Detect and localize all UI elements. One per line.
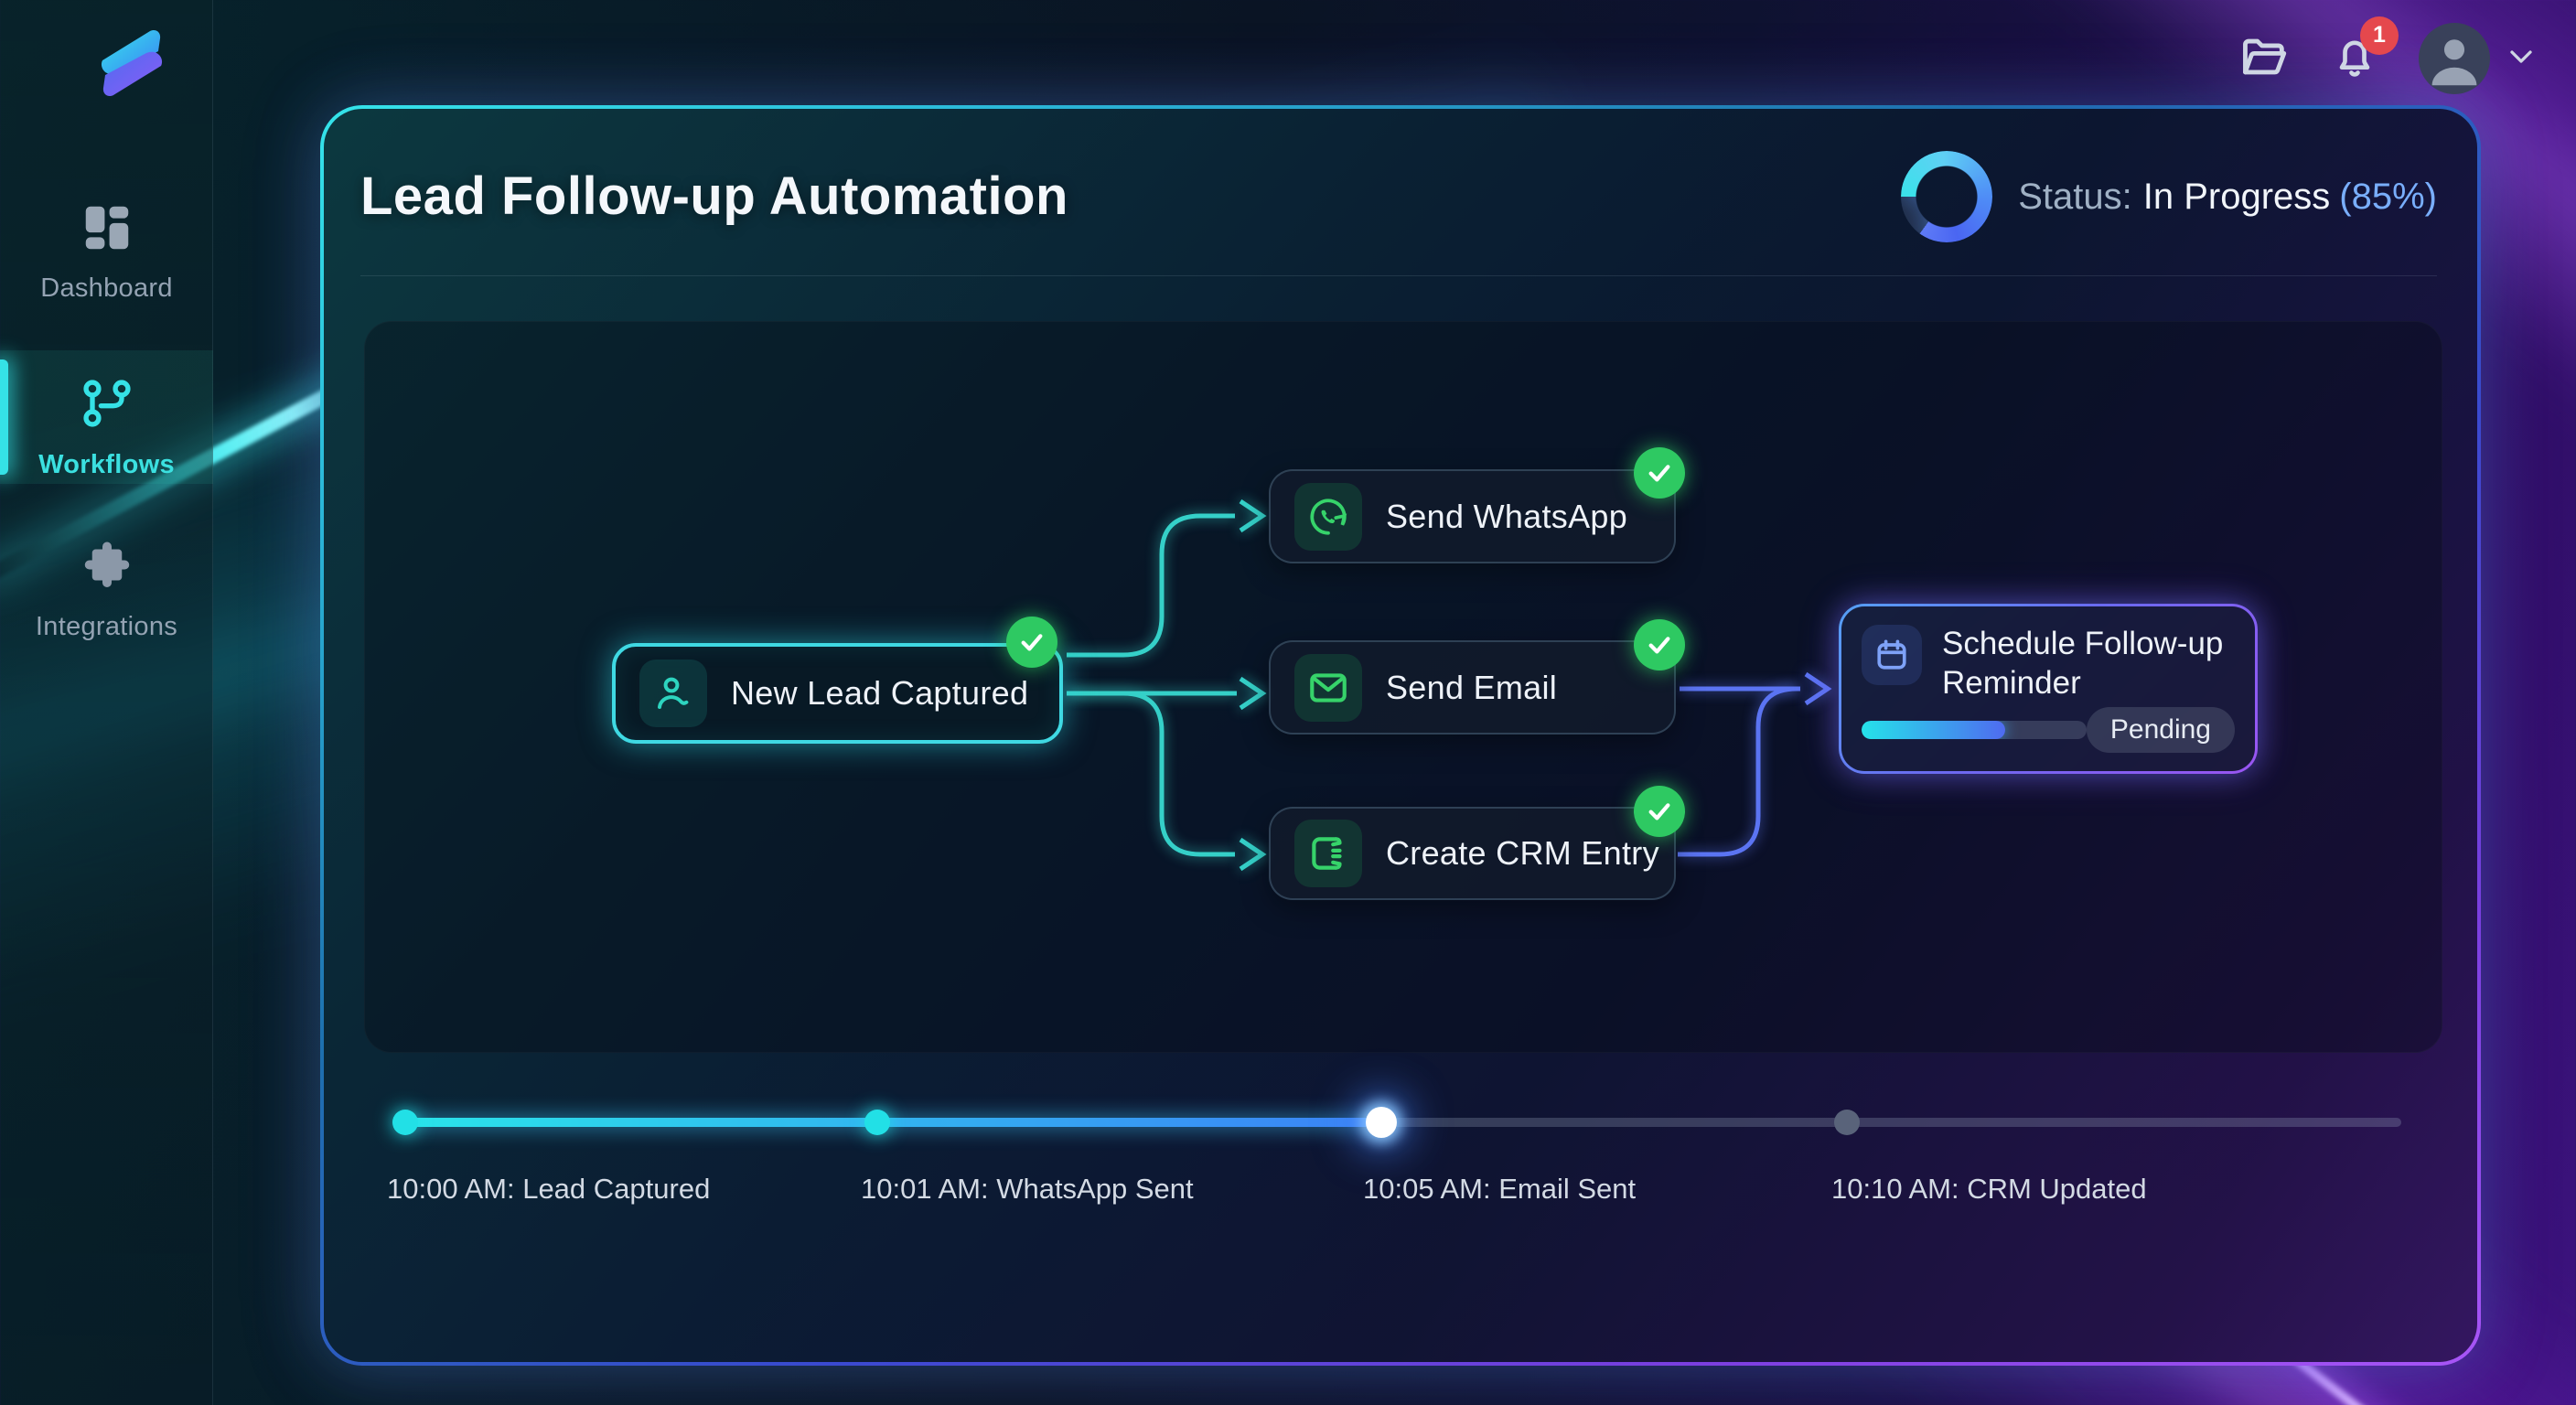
node-label: Send WhatsApp (1386, 497, 1628, 535)
whatsapp-icon (1294, 482, 1362, 551)
timeline-dot-email-sent[interactable] (1366, 1107, 1397, 1138)
timeline-label: 10:10 AM: CRM Updated (1831, 1173, 2147, 1205)
timeline-dot-crm-updated[interactable] (1834, 1110, 1860, 1135)
sidebar-item-label: Dashboard (40, 273, 173, 303)
node-new-lead-captured[interactable]: New Lead Captured (612, 643, 1063, 744)
status-percent: (85%) (2339, 176, 2437, 217)
sidebar-item-label: Integrations (35, 612, 178, 641)
node-send-whatsapp[interactable]: Send WhatsApp (1269, 469, 1676, 563)
chevron-down-icon[interactable] (2503, 38, 2539, 80)
progress-ring (1901, 151, 1993, 242)
sidebar-item-integrations[interactable]: Integrations (0, 540, 213, 642)
timeline-progress-fill (405, 1118, 1381, 1127)
node-label: Create CRM Entry (1386, 834, 1659, 872)
avatar[interactable] (2419, 23, 2490, 94)
node-create-crm-entry[interactable]: Create CRM Entry (1269, 807, 1676, 900)
notifications-button[interactable]: 1 (2329, 16, 2399, 87)
schedule-progress-track (1862, 721, 2087, 739)
sidebar: Dashboard Workflows Integrations (0, 0, 213, 1405)
puzzle-icon (0, 540, 213, 599)
sidebar-item-dashboard[interactable]: Dashboard (0, 199, 213, 304)
node-label: Schedule Follow-up Reminder (1942, 626, 2224, 701)
status-value: In Progress (2142, 176, 2331, 217)
node-label: Send Email (1386, 668, 1558, 706)
node-send-email[interactable]: Send Email (1269, 640, 1676, 735)
timeline-track (405, 1118, 2401, 1127)
header-divider (360, 275, 2437, 276)
check-badge (1006, 617, 1057, 668)
sidebar-item-workflows[interactable]: Workflows (0, 350, 213, 484)
status-indicator: Status:In Progress(85%) (1901, 151, 2437, 242)
status-text: Status:In Progress(85%) (2018, 177, 2437, 218)
timeline-dot-lead-captured[interactable] (392, 1110, 418, 1135)
workflow-branch-icon (0, 374, 213, 437)
crm-book-icon (1294, 820, 1362, 887)
timeline-label: 10:00 AM: Lead Captured (387, 1173, 711, 1205)
pending-badge: Pending (2086, 707, 2235, 753)
timeline-label: 10:05 AM: Email Sent (1363, 1173, 1637, 1205)
node-schedule-reminder[interactable]: Schedule Follow-up Reminder Pending (1839, 604, 2258, 774)
schedule-progress-fill (1862, 721, 2006, 739)
node-label: New Lead Captured (731, 674, 1029, 712)
folder-button[interactable] (2238, 30, 2291, 88)
status-prefix: Status: (2018, 176, 2132, 217)
app-logo[interactable] (90, 20, 174, 108)
check-badge (1634, 619, 1685, 670)
bell-icon (2329, 40, 2380, 86)
topbar: 1 (2238, 16, 2539, 95)
timeline-dot-whatsapp-sent[interactable] (864, 1110, 890, 1135)
node-schedule-inner: Schedule Follow-up Reminder Pending (1841, 606, 2255, 771)
dashboard-grid-icon (0, 199, 213, 261)
check-badge (1634, 786, 1685, 837)
sidebar-item-label: Workflows (38, 450, 175, 479)
check-badge (1634, 447, 1685, 499)
timeline-label: 10:01 AM: WhatsApp Sent (861, 1173, 1194, 1205)
notification-badge: 1 (2360, 16, 2399, 55)
user-plus-icon (639, 660, 707, 727)
email-icon (1294, 653, 1362, 722)
page-title: Lead Follow-up Automation (360, 166, 1068, 226)
calendar-icon (1862, 625, 1922, 685)
folder-icon (2238, 38, 2291, 87)
